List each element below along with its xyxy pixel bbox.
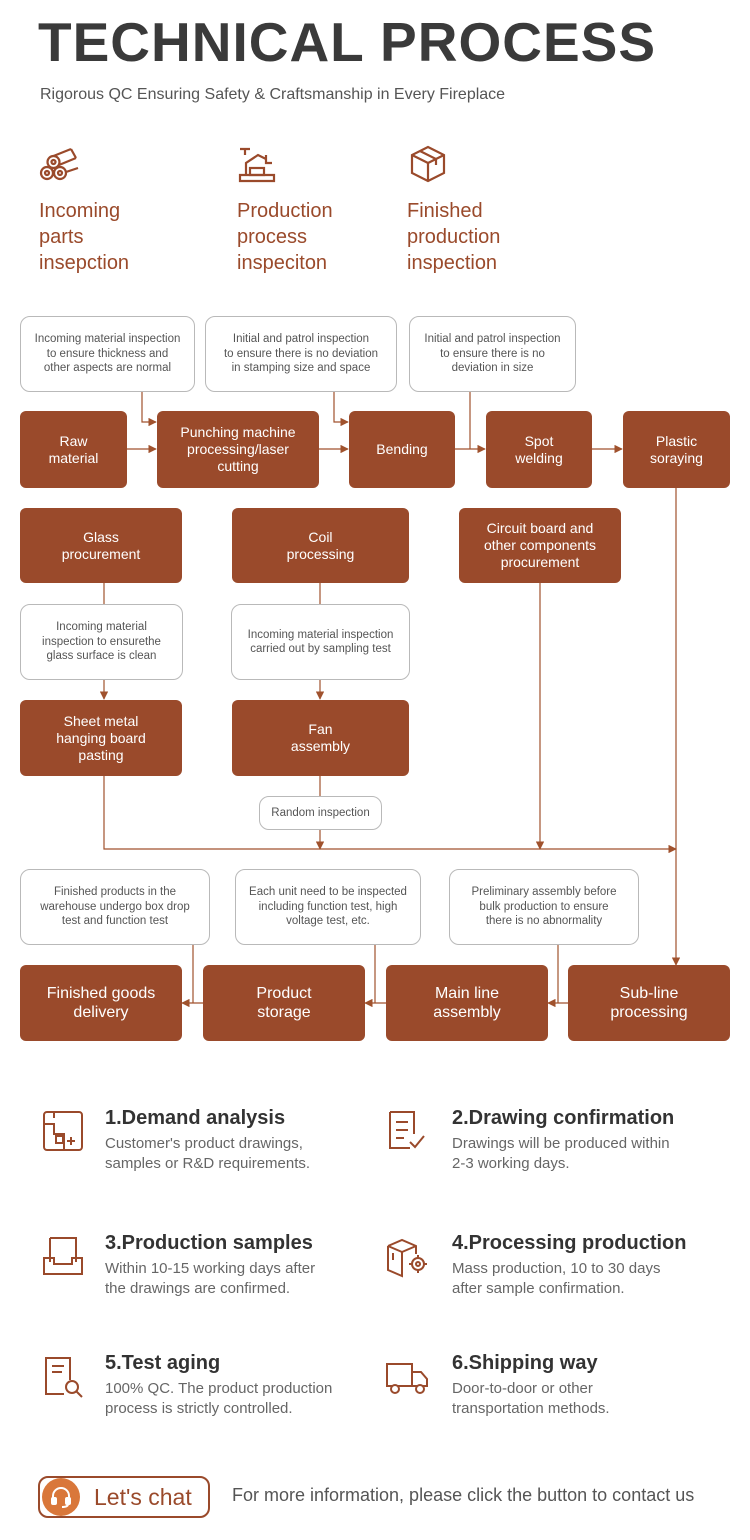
note-finished-inspection: Finished products in the warehouse under…: [20, 869, 210, 945]
category-label-finished: Finished production inspection: [407, 200, 501, 274]
truck-icon: [386, 1363, 428, 1394]
note-preliminary-assembly: Preliminary assembly before bulk product…: [449, 869, 639, 945]
headset-icon: [42, 1478, 80, 1516]
logs-icon: [39, 147, 79, 181]
step-raw-material: Raw material: [20, 411, 127, 488]
lets-chat-label: Let's chat: [94, 1483, 192, 1510]
step-punching: Punching machine processing/laser cuttin…: [157, 411, 319, 488]
step-circuit-procurement: Circuit board and other components procu…: [459, 508, 621, 583]
step-coil-processing: Coil processing: [232, 508, 409, 583]
step-finished-delivery: Finished goods delivery: [20, 965, 182, 1041]
step-2-title: 2.Drawing confirmation: [452, 1107, 675, 1129]
note-raw-material-inspection: Incoming material inspection to ensure t…: [20, 316, 195, 392]
note-stamping-inspection: Initial and patrol inspection to ensure …: [205, 316, 397, 392]
step-6-desc: Door-to-door or other transportation met…: [452, 1380, 610, 1417]
step-main-line-assembly: Main line assembly: [386, 965, 548, 1041]
page-subtitle: Rigorous QC Ensuring Safety & Craftsmans…: [40, 86, 506, 103]
note-coil-inspection: Incoming material inspection carried out…: [231, 604, 410, 680]
category-label-incoming: Incoming parts insepction: [39, 200, 130, 274]
category-incoming: [38, 143, 82, 192]
step-5-desc: 100% QC. The product production process …: [105, 1380, 333, 1417]
box-gear-icon: [387, 1238, 427, 1278]
note-unit-inspection: Each unit need to be inspected including…: [235, 869, 421, 945]
blueprint-icon: [43, 1111, 83, 1151]
step-4-desc: Mass production, 10 to 30 days after sam…: [452, 1260, 661, 1297]
step-2-desc: Drawings will be produced within 2-3 wor…: [452, 1135, 670, 1172]
note-glass-inspection: Incoming material inspection to ensureth…: [20, 604, 183, 680]
lets-chat-button[interactable]: Let's chat: [38, 1476, 210, 1518]
step-sheet-metal: Sheet metal hanging board pasting: [20, 700, 182, 776]
document-check-icon: [389, 1111, 425, 1149]
category-production: [236, 143, 280, 192]
category-finished: [406, 143, 450, 192]
step-5-title: 5.Test aging: [105, 1352, 221, 1374]
step-3-desc: Within 10-15 working days after the draw…: [105, 1260, 316, 1297]
tray-icon: [43, 1237, 83, 1275]
step-sub-line-processing: Sub-line processing: [568, 965, 730, 1041]
step-spot-welding: Spot welding: [486, 411, 592, 488]
page-title: TECHNICAL PROCESS: [38, 11, 656, 73]
step-fan-assembly: Fan assembly: [232, 700, 409, 776]
robot-arm-icon: [238, 147, 276, 183]
step-product-storage: Product storage: [203, 965, 365, 1041]
note-random-inspection: Random inspection: [259, 796, 382, 830]
contact-text: For more information, please click the b…: [232, 1485, 695, 1505]
step-1-title: 1.Demand analysis: [105, 1107, 286, 1129]
document-search-icon: [45, 1357, 83, 1398]
step-4-title: 4.Processing production: [452, 1232, 687, 1254]
step-6-title: 6.Shipping way: [452, 1352, 598, 1374]
note-bending-inspection: Initial and patrol inspection to ensure …: [409, 316, 576, 392]
step-plastic-spraying: Plastic soraying: [623, 411, 730, 488]
step-1-desc: Customer's product drawings, samples or …: [105, 1135, 311, 1172]
box-icon: [410, 145, 446, 183]
step-glass-procurement: Glass procurement: [20, 508, 182, 583]
step-bending: Bending: [349, 411, 455, 488]
step-3-title: 3.Production samples: [105, 1232, 313, 1254]
category-label-production: Production process inspeciton: [237, 200, 333, 274]
